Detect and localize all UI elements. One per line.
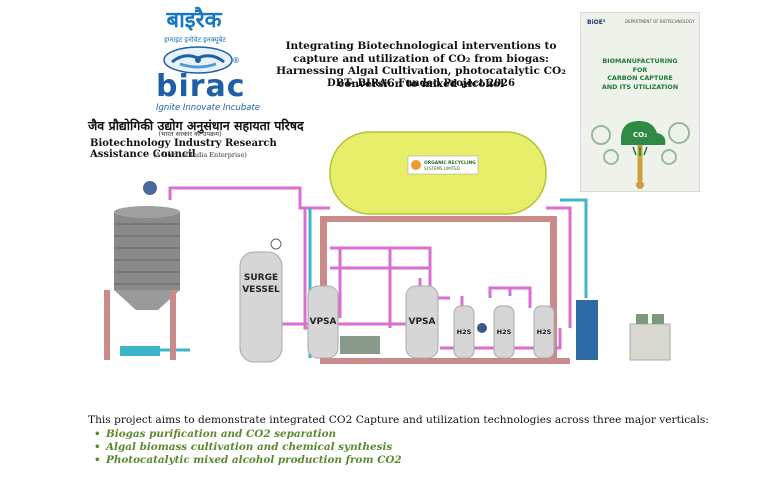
cover-heading-line-2: FOR bbox=[632, 65, 648, 74]
digester-motor bbox=[143, 181, 157, 195]
org-name-hindi: जैव प्रौद्योगिकी उद्योग अनुसंधान सहायता … bbox=[88, 118, 304, 133]
digester-vessel bbox=[114, 212, 180, 290]
org-name-english: Biotechnology Industry Research Assistan… bbox=[90, 138, 277, 160]
birac-tagline: Ignite Innovate Incubate bbox=[156, 103, 261, 113]
birac-hindi-tagline: इग्नाइट इनोवेट इनक्यूबेट bbox=[164, 36, 226, 44]
digester-lid bbox=[114, 206, 180, 218]
h2s-vessel-3 bbox=[533, 305, 555, 359]
h2s-vessel-2 bbox=[493, 305, 515, 359]
analyser-top-unit bbox=[636, 314, 648, 324]
project-title: Integrating Biotechnological interventio… bbox=[276, 40, 566, 90]
vpsa-left-label: VPSA bbox=[309, 317, 336, 327]
vertical-item: Photocatalytic mixed alcohol production … bbox=[94, 454, 402, 467]
control-panel bbox=[576, 300, 598, 360]
vpsa-right-label: VPSA bbox=[408, 317, 435, 327]
surge-vessel bbox=[239, 251, 283, 363]
cover-co2-illustration-icon bbox=[591, 121, 690, 189]
cover-logo-left: BiOE³ bbox=[587, 19, 606, 26]
vertical-item: Biogas purification and CO2 separation bbox=[94, 428, 402, 441]
feed-pump bbox=[120, 346, 160, 356]
vpsa-vessel-left bbox=[307, 285, 339, 359]
digester-ribs bbox=[114, 223, 180, 285]
h2s-blower bbox=[477, 323, 487, 333]
analyser-cabinet bbox=[629, 323, 671, 361]
analyser-top-unit-2 bbox=[652, 314, 664, 324]
birac-wordmark: birac bbox=[156, 69, 246, 104]
cover-logo-right: DEPARTMENT OF BIOTECHNOLOGY bbox=[625, 19, 695, 24]
surge-vessel-label-1: SURGE bbox=[244, 273, 278, 283]
pressure-gauge-icon bbox=[270, 238, 282, 250]
tank-company-line2: SYSTEMS LIMITED bbox=[424, 166, 460, 171]
h2s-vessel-1 bbox=[453, 305, 475, 359]
cover-heading: BIOMANUFACTURING FOR CARBON CAPTURE AND … bbox=[581, 57, 699, 91]
vacuum-pump bbox=[340, 336, 380, 354]
frame-post-right bbox=[550, 218, 557, 363]
tank-company-line1: ORGANIC RECYCLING bbox=[424, 160, 476, 166]
company-logo-icon bbox=[411, 160, 421, 170]
digester-cone bbox=[114, 290, 180, 310]
cover-heading-line-3: CARBON CAPTURE bbox=[607, 74, 673, 82]
birac-handshake-logo-icon bbox=[163, 46, 233, 74]
digester-leg-right bbox=[170, 290, 176, 360]
frame-top-beam bbox=[320, 216, 557, 222]
project-intro: This project aims to demonstrate integra… bbox=[88, 414, 709, 426]
verticals-list: Biogas purification and CO2 separation A… bbox=[88, 428, 402, 467]
frame-base bbox=[320, 358, 570, 364]
cyan-pipework bbox=[150, 198, 588, 358]
org-subtitle-hindi: (भारत सरकार का उपक्रम) bbox=[158, 130, 222, 138]
cover-heading-line-4: AND ITS UTILIZATION bbox=[601, 82, 679, 91]
h2s-1-label: H2S bbox=[457, 328, 472, 336]
registered-mark: ® bbox=[232, 56, 240, 65]
surge-vessel-label-2: VESSEL bbox=[242, 285, 280, 295]
h2s-3-label: H2S bbox=[537, 328, 552, 336]
funding-line: DBT- BIRAC Funded Project 2026 bbox=[327, 78, 515, 89]
birac-hindi-logo-text: बाइरैक bbox=[166, 8, 222, 33]
tank-label-plate bbox=[407, 155, 479, 175]
cover-co2-label: CO₂ bbox=[633, 131, 648, 139]
biogas-plant-diagram: ORGANIC RECYCLING SYSTEMS LIMITED SURGE … bbox=[104, 131, 671, 364]
vpsa-vessel-right bbox=[405, 285, 439, 359]
org-subtitle-english: (A Govt. of India Enterprise) bbox=[153, 151, 247, 159]
h2s-2-label: H2S bbox=[497, 328, 512, 336]
digester-leg-left bbox=[104, 290, 110, 360]
cover-heading-line-1: BIOMANUFACTURING bbox=[602, 57, 678, 65]
vertical-item: Algal biomass cultivation and chemical s… bbox=[94, 441, 402, 454]
book-cover-image: BiOE³ DEPARTMENT OF BIOTECHNOLOGY BIOMAN… bbox=[580, 12, 700, 192]
